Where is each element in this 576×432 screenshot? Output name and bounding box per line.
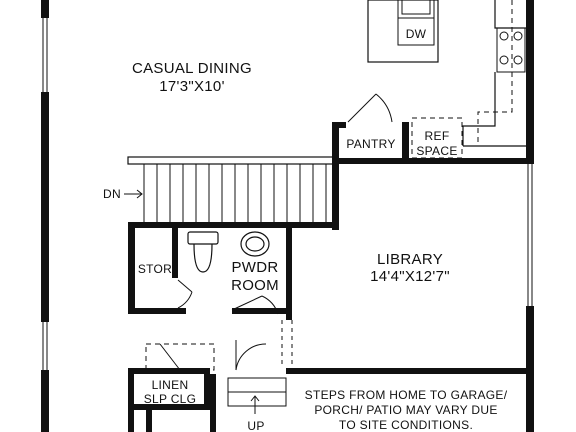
storage-label: STOR bbox=[138, 262, 172, 276]
kitchen-dashed-uppers bbox=[477, 0, 513, 146]
arrow-up-icon bbox=[250, 395, 260, 414]
sink-icon bbox=[240, 231, 270, 257]
storage-door bbox=[177, 279, 193, 309]
site-note-line-3: TO SITE CONDITIONS. bbox=[339, 418, 473, 432]
powder-block-walls bbox=[128, 222, 292, 320]
windows bbox=[42, 18, 533, 370]
fridge-label-2: SPACE bbox=[416, 144, 457, 158]
library-title: LIBRARY bbox=[377, 251, 443, 268]
kitchen-counters bbox=[367, 0, 526, 147]
stair-up-label: UP bbox=[247, 419, 264, 432]
hall-doors bbox=[145, 340, 267, 371]
pantry-walls bbox=[332, 122, 534, 164]
fridge-space: REF SPACE bbox=[411, 117, 463, 159]
cooktop-icon bbox=[496, 27, 526, 73]
stair-walls bbox=[128, 160, 339, 230]
dishwasher: DW bbox=[397, 0, 435, 46]
stair-up bbox=[227, 377, 287, 407]
dashed-passage bbox=[281, 320, 293, 368]
pantry-label: PANTRY bbox=[346, 137, 395, 151]
powder-room-door bbox=[231, 295, 279, 315]
arrow-right-icon bbox=[124, 189, 143, 199]
casual-dining-dims: 17'3"X10' bbox=[159, 78, 224, 95]
linen-walls bbox=[128, 368, 216, 432]
linen-label-1: LINEN bbox=[152, 378, 189, 392]
casual-dining-title: CASUAL DINING bbox=[132, 60, 252, 77]
dishwasher-label: DW bbox=[406, 27, 427, 41]
stair-railing bbox=[127, 156, 335, 165]
stair-treads bbox=[143, 164, 327, 222]
powder-room-title: PWDR bbox=[231, 259, 278, 276]
stair-down-label: DN bbox=[103, 187, 121, 201]
pantry-door bbox=[347, 93, 393, 123]
linen-label-2: SLP CLG bbox=[144, 392, 197, 406]
site-note-line-2: PORCH/ PATIO MAY VARY DUE bbox=[314, 403, 497, 417]
powder-room-subtitle: ROOM bbox=[231, 277, 279, 294]
site-note-line-1: STEPS FROM HOME TO GARAGE/ bbox=[305, 388, 508, 402]
library-walls bbox=[286, 368, 534, 374]
fridge-label-1: REF bbox=[425, 129, 450, 143]
toilet-icon bbox=[187, 231, 219, 273]
library-dims: 14'4"X12'7" bbox=[370, 268, 450, 285]
